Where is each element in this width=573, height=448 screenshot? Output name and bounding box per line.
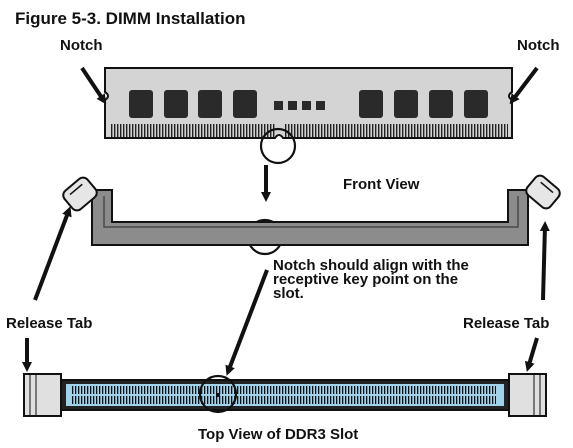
- arrow-notch-right: [509, 66, 539, 105]
- memory-chips: [129, 90, 488, 118]
- release-tab-right-latch[interactable]: [524, 173, 562, 211]
- alignment-note-line-2: receptive key point on the: [273, 271, 459, 288]
- release-tab-left-latch[interactable]: [61, 175, 99, 213]
- label-top-view: Top View of DDR3 Slot: [198, 426, 359, 443]
- arrow-key-to-top-view: [225, 269, 269, 376]
- arrows: [22, 66, 550, 376]
- arrow-notch-left: [80, 66, 107, 105]
- dimm-slot-front: [91, 189, 529, 246]
- label-release-tab-right: Release Tab: [463, 315, 550, 332]
- label-release-tab-left: Release Tab: [6, 315, 93, 332]
- dimm-notch-highlight: [259, 127, 297, 165]
- arrow-top-release-right: [524, 337, 539, 372]
- top-view-key-highlight: [198, 374, 238, 414]
- dimm-slot-top: [23, 373, 547, 417]
- dimm-pins-left: [110, 124, 275, 137]
- alignment-note-line-3: slot.: [273, 285, 304, 302]
- arrow-release-tab-left: [33, 206, 72, 301]
- arrow-release-tab-right: [539, 221, 550, 301]
- dimm-module: [104, 67, 513, 139]
- label-front-view: Front View: [343, 176, 420, 193]
- alignment-note-line-1: Notch should align with the: [273, 257, 469, 274]
- dimm-pins-right: [284, 124, 508, 137]
- label-notch-right: Notch: [517, 37, 560, 54]
- figure-title: Figure 5-3. DIMM Installation: [15, 9, 246, 28]
- alignment-note: Notch should align with the receptive ke…: [273, 257, 535, 302]
- label-notch-left: Notch: [60, 37, 103, 54]
